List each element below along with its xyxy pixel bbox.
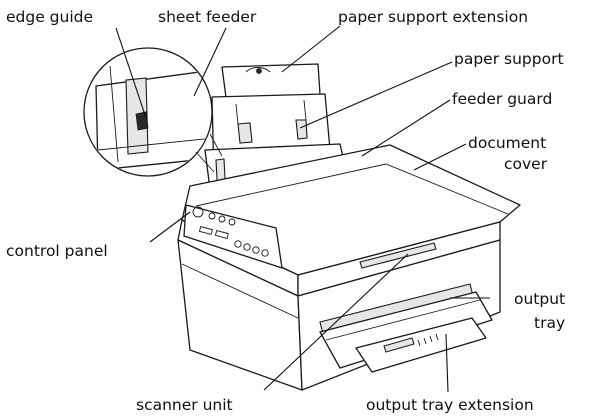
edge-guide-leader xyxy=(115,27,147,119)
sheet-feeder-leader xyxy=(193,27,227,97)
scanner-unit-leader xyxy=(263,253,409,391)
feeder-guard-leader xyxy=(361,99,451,157)
control-panel-leader xyxy=(149,211,191,243)
label-feeder-guard: feeder guard xyxy=(452,90,552,108)
part-labels: edge guide sheet feeder paper support ex… xyxy=(6,8,565,414)
control-panel-part xyxy=(183,204,283,269)
paper-support-leader xyxy=(299,61,453,129)
callout-lines xyxy=(115,25,490,393)
label-edge-guide: edge guide xyxy=(6,8,93,26)
label-paper-support: paper support xyxy=(454,50,564,68)
printer-illustration xyxy=(83,47,521,391)
label-scanner-unit: scanner unit xyxy=(136,396,233,414)
label-document-cover-line1: document xyxy=(468,134,546,152)
label-output-tray-line1: output xyxy=(514,290,565,308)
magnified-inset xyxy=(83,47,223,177)
label-document-cover-line2: cover xyxy=(504,155,548,173)
label-output-tray-extension: output tray extension xyxy=(366,396,534,414)
output-tray-extension-part xyxy=(355,317,487,373)
label-sheet-feeder: sheet feeder xyxy=(158,8,257,26)
label-output-tray-line2: tray xyxy=(534,314,565,332)
label-control-panel: control panel xyxy=(6,242,108,260)
document-cover-leader xyxy=(413,143,467,171)
paper-support-extension-leader xyxy=(281,25,341,73)
output-tray-extension-leader xyxy=(445,333,449,393)
label-paper-support-extension: paper support extension xyxy=(338,8,528,26)
